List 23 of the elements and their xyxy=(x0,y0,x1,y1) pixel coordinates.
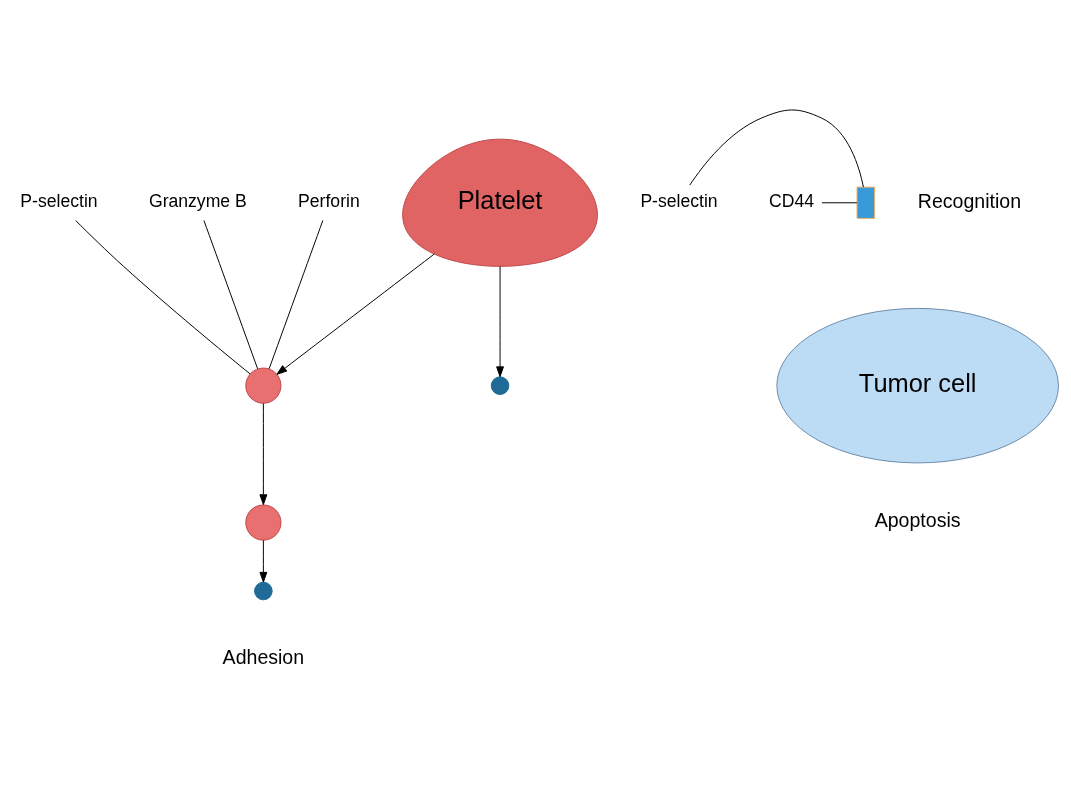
connector xyxy=(268,219,324,370)
node-circle xyxy=(490,376,510,395)
node-circle xyxy=(245,367,282,404)
node-text: P-selectin xyxy=(640,191,718,212)
node-circle xyxy=(245,504,282,541)
connector xyxy=(689,109,864,188)
arrow xyxy=(259,539,268,583)
label: Adhesion xyxy=(222,646,305,669)
node-text: CD44 xyxy=(768,191,814,212)
connector xyxy=(821,202,858,204)
node-ellipse: Tumor cell xyxy=(776,307,1059,464)
label: Recognition xyxy=(917,189,1022,212)
node-circle xyxy=(254,581,273,601)
node-text: Perforin xyxy=(298,191,360,212)
arrow xyxy=(496,266,504,378)
node-box xyxy=(856,186,876,219)
arrow xyxy=(276,253,435,375)
connector xyxy=(203,219,259,370)
label: Apoptosis xyxy=(874,509,961,532)
arrow xyxy=(259,402,268,506)
node-text: P-selectin xyxy=(20,191,98,212)
connector xyxy=(75,220,251,375)
node-text: Granzyme B xyxy=(148,191,247,212)
